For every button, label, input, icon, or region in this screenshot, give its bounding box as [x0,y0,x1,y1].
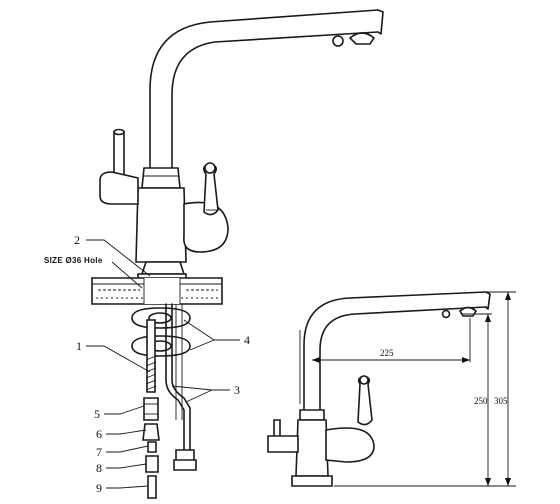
leader-2 [86,239,151,277]
filter-lever [113,131,125,179]
part-6-washer [142,423,160,441]
leader-hole [111,261,143,289]
part-9-tail [147,475,157,499]
lever-knob [204,162,216,174]
side-collar [299,409,325,421]
leader-8 [106,463,147,469]
part-7-connector [147,441,157,453]
label-part-5: 5 [94,407,100,421]
leader-9 [106,485,149,489]
side-mixer-lever [357,375,373,426]
side-spout-inner [319,306,487,411]
label-part-7: 7 [96,445,102,459]
side-mixer [325,427,375,463]
leader-4 [183,319,240,351]
spout-collar [141,167,181,189]
label-part-9: 9 [96,481,102,495]
leader-5 [104,405,145,415]
spout-inner [171,31,379,169]
flex-hose-right [171,303,191,457]
side-spout-outer [303,291,487,411]
part-8-fitting [145,455,159,473]
exploded-faucet: 2 SIZE Ø36 Hole 1 4 3 5 6 7 8 9 [44,9,384,499]
label-part-2: 2 [74,233,80,247]
leader-3 [171,385,230,403]
filter-valve [99,171,139,205]
mixer-lever [202,163,219,216]
leader-7 [106,445,149,453]
flex-hose-left [165,303,185,457]
dim-height-total-value: 305 [494,396,508,406]
part-5-nut [143,397,159,421]
spout-tip [377,9,384,35]
aerator-left [332,35,344,47]
base-nut [140,261,186,275]
dim-height-body-value: 250 [474,396,488,406]
label-part-1: 1 [76,339,82,353]
side-view-faucet: 225 250 305 [267,291,516,487]
side-base [291,475,333,487]
aerator-right [348,32,376,45]
threaded-rod [146,319,156,393]
spout-outer [149,9,379,169]
label-part-4: 4 [244,333,250,347]
label-part-6: 6 [96,427,102,441]
side-filter-valve [267,435,299,453]
faucet-body [135,187,187,263]
leader-1 [86,345,151,373]
side-body [295,419,329,477]
label-part-8: 8 [96,461,102,475]
label-part-3: 3 [234,383,240,397]
leader-6 [106,429,147,435]
label-hole-size: SIZE Ø36 Hole [44,256,103,265]
dim-reach-value: 225 [380,348,394,358]
